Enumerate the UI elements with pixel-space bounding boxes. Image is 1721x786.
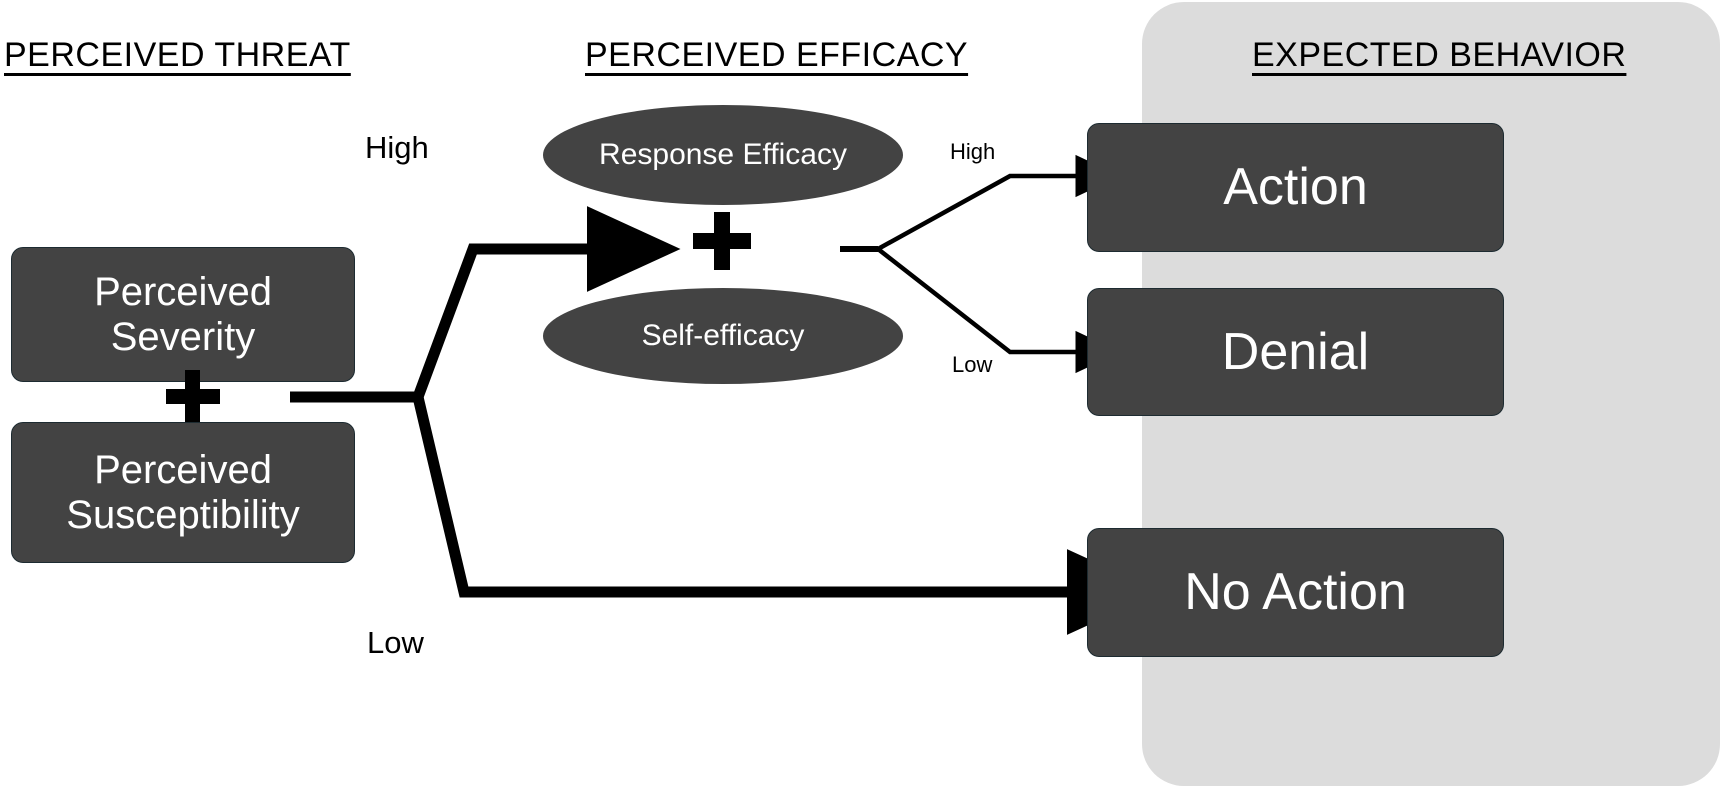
branch-label-threat-high: High (365, 130, 429, 165)
node-denial-label: Denial (1221, 322, 1370, 381)
efficacy-low-branch (876, 247, 1121, 374)
node-response-efficacy-label: Response Efficacy (599, 138, 847, 171)
node-perceived-susceptibility-label: Perceived Susceptibility (66, 448, 299, 538)
plus-icon-threat (166, 370, 220, 424)
node-action[interactable]: Action (1087, 123, 1504, 252)
susceptibility-line-1: Perceived (94, 447, 272, 492)
branch-label-threat-low: Low (367, 625, 424, 660)
node-self-efficacy[interactable]: Self-efficacy (543, 288, 903, 384)
node-action-label: Action (1223, 158, 1368, 217)
efficacy-high-branch (876, 154, 1121, 251)
node-perceived-susceptibility[interactable]: Perceived Susceptibility (11, 422, 355, 563)
plus-icon-efficacy-vertical-bar (714, 212, 730, 270)
susceptibility-line-2: Susceptibility (66, 492, 300, 537)
node-perceived-severity-label: Perceived Severity (94, 270, 272, 360)
column-header-perceived-efficacy: PERCEIVED EFFICACY (585, 36, 969, 74)
column-header-expected-behavior: EXPECTED BEHAVIOR (1252, 36, 1627, 74)
node-denial[interactable]: Denial (1087, 288, 1504, 416)
severity-line-1: Perceived (94, 269, 272, 314)
branch-label-efficacy-low: Low (952, 352, 993, 377)
node-perceived-severity[interactable]: Perceived Severity (11, 247, 355, 382)
column-header-perceived-threat: PERCEIVED THREAT (4, 36, 351, 74)
node-no-action-label: No Action (1184, 563, 1407, 622)
branch-label-efficacy-high: High (950, 139, 996, 164)
node-response-efficacy[interactable]: Response Efficacy (543, 105, 903, 205)
plus-icon-threat-vertical-bar (185, 370, 200, 424)
plus-icon-efficacy (693, 212, 751, 270)
severity-line-2: Severity (110, 314, 256, 359)
node-no-action[interactable]: No Action (1087, 528, 1504, 657)
threat-low-branch (412, 395, 1161, 635)
node-self-efficacy-label: Self-efficacy (641, 319, 805, 352)
